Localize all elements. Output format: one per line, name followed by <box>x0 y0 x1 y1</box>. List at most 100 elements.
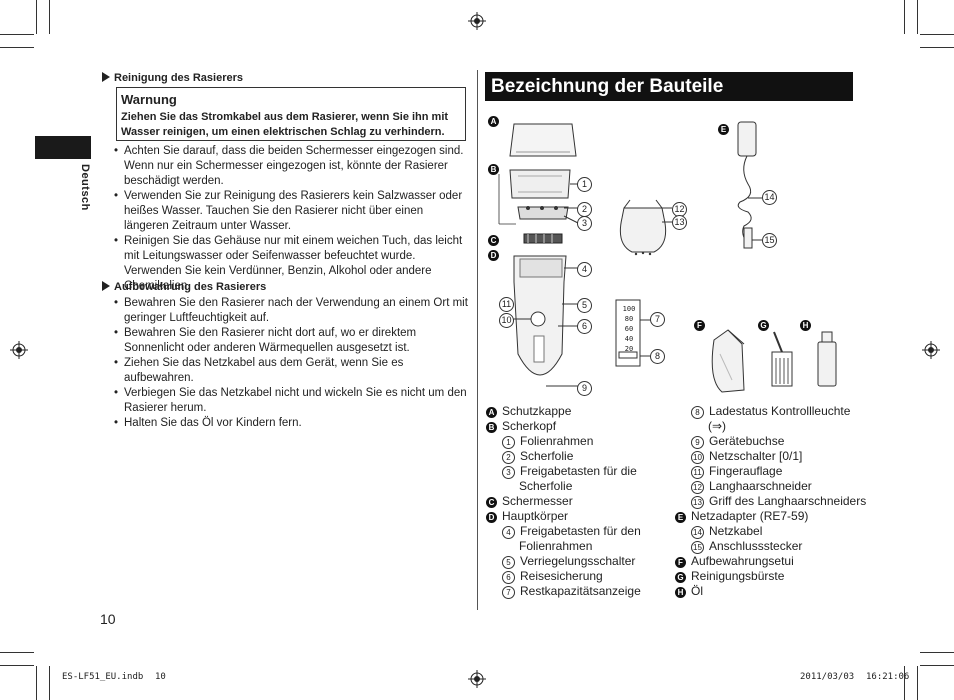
part-label: (⇒) <box>708 419 727 433</box>
footer-file: ES-LF51_EU.indb <box>62 672 144 682</box>
crop-mark <box>917 666 918 700</box>
badge-c: C <box>488 235 499 246</box>
badge-f: F <box>694 320 705 331</box>
callout-9: 9 <box>577 381 592 396</box>
registration-mark-icon <box>922 341 940 359</box>
parts-list-item: (⇒) <box>675 419 860 434</box>
language-tab <box>35 136 91 159</box>
indicator-level: 100 <box>622 305 636 313</box>
parts-list-item: 6 Reisesicherung <box>486 569 676 584</box>
arrow-right-icon <box>102 72 110 82</box>
callout-2: 2 <box>577 202 592 217</box>
part-label: Hauptkörper <box>502 509 569 523</box>
protective-cap-icon <box>509 123 577 157</box>
part-badge: A <box>486 407 497 418</box>
part-label: Griff des Langhaarschneiders <box>709 494 867 508</box>
storage-list: Bewahren Sie den Rasierer nach der Verwe… <box>114 296 470 431</box>
crop-mark <box>0 34 34 35</box>
badge-e: E <box>718 124 729 135</box>
badge-d: D <box>488 250 499 261</box>
indicator-level: 80 <box>624 315 634 323</box>
part-number: 10 <box>691 451 704 464</box>
callout-1: 1 <box>577 177 592 192</box>
crop-mark <box>0 652 34 653</box>
part-number: 15 <box>691 541 704 554</box>
parts-list-item: A Schutzkappe <box>486 404 676 419</box>
part-number: 1 <box>502 436 515 449</box>
part-number: 12 <box>691 481 704 494</box>
callout-8: 8 <box>650 349 665 364</box>
list-item: Verwenden Sie zur Reinigung des Rasierer… <box>114 189 470 234</box>
storage-heading-text: Aufbewahrung des Rasierers <box>114 281 267 293</box>
part-number: 2 <box>502 451 515 464</box>
callout-10: 10 <box>499 313 514 328</box>
callout-4: 4 <box>577 262 592 277</box>
part-label: Scherkopf <box>502 419 557 433</box>
crop-mark <box>0 665 34 666</box>
crop-mark <box>904 0 905 34</box>
part-badge: E <box>675 512 686 523</box>
pouch-icon <box>711 329 745 393</box>
badge-h: H <box>800 320 811 331</box>
part-label: Anschlussstecker <box>709 539 803 553</box>
warning-title: Warnung <box>121 92 177 107</box>
part-number: 8 <box>691 406 704 419</box>
warning-box: Warnung Ziehen Sie das Stromkabel aus de… <box>116 87 466 141</box>
storage-heading: Aufbewahrung des Rasierers <box>102 281 266 293</box>
parts-illustration <box>498 121 837 393</box>
part-label: Langhaarschneider <box>709 479 812 493</box>
arrow-right-icon <box>102 281 110 291</box>
part-label: Fingerauflage <box>709 464 783 478</box>
badge-b: B <box>488 164 499 175</box>
indicator-level: 40 <box>624 335 634 343</box>
crop-mark <box>36 666 37 700</box>
part-number: 7 <box>502 586 515 599</box>
part-number: 5 <box>502 556 515 569</box>
part-label: Ladestatus Kontrollleuchte <box>709 404 851 418</box>
crop-mark <box>49 666 50 700</box>
shaving-head-icon <box>509 169 571 220</box>
part-label: Folienrahmen <box>520 434 594 448</box>
part-badge: C <box>486 497 497 508</box>
list-item: Verbiegen Sie das Netzkabel nicht und wi… <box>114 386 470 416</box>
battery-indicator-panel <box>615 299 641 367</box>
part-label: Freigabetasten für den <box>520 524 641 538</box>
parts-list-item: 7 Restkapazitätsanzeige <box>486 584 676 599</box>
part-label: Aufbewahrungsetui <box>691 554 794 568</box>
part-number: 14 <box>691 526 704 539</box>
crop-mark <box>36 0 37 34</box>
list-item: Achten Sie darauf, dass die beiden Scher… <box>114 144 470 189</box>
part-number: 6 <box>502 571 515 584</box>
callout-12: 12 <box>672 202 687 217</box>
crop-mark <box>920 34 954 35</box>
language-label: Deutsch <box>79 164 91 211</box>
part-label: Verriegelungsschalter <box>520 554 636 568</box>
callout-5: 5 <box>577 298 592 313</box>
footer-page: 10 <box>155 672 166 682</box>
callout-7: 7 <box>650 312 665 327</box>
parts-list-item: Folienrahmen <box>486 539 676 554</box>
parts-list-item: 1 Folienrahmen <box>486 434 676 449</box>
part-label: Folienrahmen <box>519 539 593 553</box>
crop-mark <box>49 0 50 34</box>
crop-mark <box>0 47 34 48</box>
list-item: Ziehen Sie das Netzkabel aus dem Gerät, … <box>114 356 470 386</box>
callout-3: 3 <box>577 216 592 231</box>
badge-g: G <box>758 320 769 331</box>
cleaning-brush-icon <box>771 331 793 387</box>
part-label: Schutzkappe <box>502 404 572 418</box>
part-label: Reisesicherung <box>520 569 603 583</box>
parts-list-item: Scherfolie <box>486 479 676 494</box>
part-label: Restkapazitätsanzeige <box>520 584 641 598</box>
